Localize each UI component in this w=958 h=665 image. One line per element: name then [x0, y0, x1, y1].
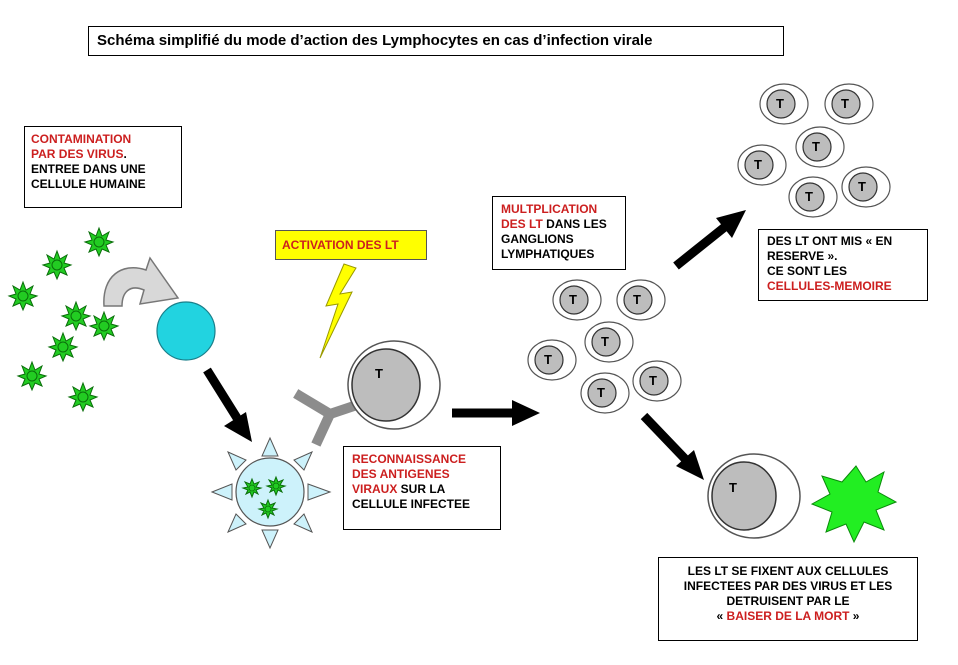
entry-arrow-icon: [103, 256, 180, 307]
contamination-line-3: ENTREE DANS UNE: [31, 162, 146, 176]
multiplication-box: MULTPLICATION DES LT DANS LES GANGLIONS …: [492, 196, 626, 270]
t-cell-label: T: [601, 334, 609, 349]
kiss-of-death-text: BAISER DE LA MORT: [726, 609, 850, 623]
contamination-line-1: CONTAMINATION: [31, 132, 132, 146]
recognition-line-1: RECONNAISSANCE: [352, 452, 467, 466]
t-cell-label: T: [569, 292, 577, 307]
t-cell: [552, 279, 602, 321]
t-cell: [841, 166, 891, 208]
activation-text: ACTIVATION DES LT: [282, 238, 399, 252]
t-cell: [580, 372, 630, 414]
t-cell-label: T: [633, 292, 641, 307]
recognition-sur-text: SUR LA: [397, 482, 446, 496]
t-cell: [824, 83, 874, 125]
contamination-box: CONTAMINATION PAR DES VIRUS. ENTREE DANS…: [24, 126, 182, 208]
diagram-title: Schéma simplifié du mode d’action des Ly…: [88, 26, 784, 56]
receptor-icon: [293, 389, 361, 447]
kiss-line-1: LES LT SE FIXENT AUX CELLULES: [687, 564, 889, 578]
contamination-line-2: PAR DES VIRUS.: [31, 147, 175, 162]
title-text: Schéma simplifié du mode d’action des Ly…: [97, 32, 653, 49]
t-lymphocyte-killer: [707, 453, 801, 539]
kiss-close-quote: »: [849, 609, 860, 623]
virus-icon: [17, 361, 47, 391]
multiplication-lt-text: DES LT: [501, 217, 543, 231]
t-cell-label: T: [375, 366, 383, 381]
virus-icon: [68, 382, 98, 412]
t-cell-label: T: [597, 385, 605, 400]
t-lymphocyte-active: [347, 340, 441, 430]
t-cell: [584, 321, 634, 363]
t-cell: [788, 176, 838, 218]
virus-icon: [61, 301, 91, 331]
kiss-line-4: « BAISER DE LA MORT »: [665, 609, 911, 624]
t-cell: [632, 360, 682, 402]
memory-box: DES LT ONT MIS « EN RESERVE ». CE SONT L…: [758, 229, 928, 301]
infection-arrow-icon: [203, 367, 252, 442]
multiplication-line-4: LYMPHATIQUES: [501, 247, 595, 261]
memory-line-1: DES LT ONT MIS « EN: [767, 234, 893, 248]
t-cell-label: T: [544, 352, 552, 367]
contamination-line-4: CELLULE HUMAINE: [31, 177, 146, 191]
multiplication-line-1: MULTPLICATION: [501, 202, 598, 216]
t-cell: [616, 279, 666, 321]
recognition-viraux-text: VIRAUX: [352, 482, 398, 496]
kiss-of-death-box: LES LT SE FIXENT AUX CELLULES INFECTEES …: [658, 557, 918, 641]
recognition-line-3: VIRAUX SUR LA: [352, 482, 492, 497]
contamination-virus-text: PAR DES VIRUS: [31, 147, 124, 161]
t-cell: [795, 126, 845, 168]
multiplication-line-2: DES LT DANS LES: [501, 217, 617, 232]
t-cell-label: T: [649, 373, 657, 388]
t-cell-label: T: [812, 139, 820, 154]
lightning-icon: [319, 263, 357, 359]
kiss-line-3: DETRUISENT PAR LE: [726, 594, 850, 608]
multiplication-line-3: GANGLIONS: [501, 232, 574, 246]
memory-line-4: CELLULES-MEMOIRE: [767, 279, 892, 293]
t-cell: [737, 144, 787, 186]
kill-arrow-icon: [640, 412, 704, 480]
human-cell: [156, 301, 216, 361]
virus-icon: [42, 250, 72, 280]
memory-arrow-icon: [673, 210, 746, 270]
t-cell-label: T: [729, 480, 737, 495]
virus-icon: [84, 227, 114, 257]
t-cell-label: T: [841, 96, 849, 111]
virus-cluster: [8, 227, 119, 412]
kiss-open-quote: «: [716, 609, 727, 623]
virus-icon: [8, 281, 38, 311]
destroyed-cell-icon: [810, 465, 898, 544]
t-cell-label: T: [754, 157, 762, 172]
t-cell: [759, 83, 809, 125]
activation-label: ACTIVATION DES LT: [275, 230, 427, 260]
virus-icon: [89, 311, 119, 341]
t-cell-label: T: [858, 179, 866, 194]
recognition-line-4: CELLULE INFECTEE: [352, 497, 471, 511]
memory-line-2: RESERVE ».: [767, 249, 838, 263]
contamination-period: .: [123, 147, 127, 161]
kiss-line-2: INFECTEES PAR DES VIRUS ET LES: [683, 579, 893, 593]
t-cell: [527, 339, 577, 381]
t-cell-label: T: [805, 189, 813, 204]
infected-cell: [210, 436, 332, 550]
multiplication-arrow-icon: [452, 400, 540, 426]
virus-icon: [48, 332, 78, 362]
memory-line-3: CE SONT LES: [767, 264, 848, 278]
recognition-line-2: DES ANTIGENES: [352, 467, 450, 481]
multiplication-dans-text: DANS LES: [542, 217, 607, 231]
t-cell-label: T: [776, 96, 784, 111]
recognition-box: RECONNAISSANCE DES ANTIGENES VIRAUX SUR …: [343, 446, 501, 530]
